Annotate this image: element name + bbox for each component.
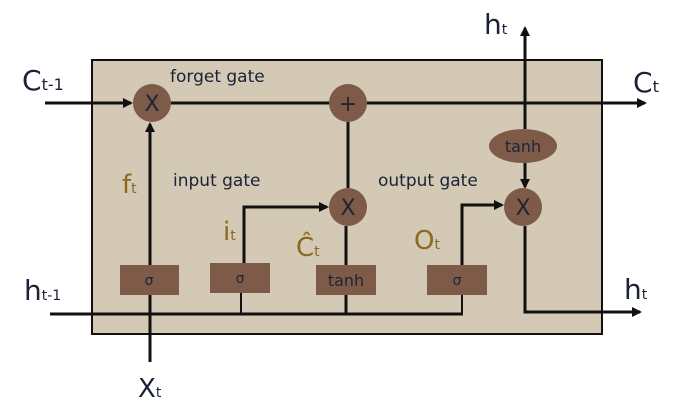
h-right-base: h: [624, 273, 642, 306]
x-sub: t: [156, 385, 162, 401]
input-gate-line: [242, 202, 329, 263]
output-sigma-layer: σ: [427, 265, 487, 295]
x-input-label: Xt: [138, 374, 162, 404]
tanh-label: tanh: [328, 271, 364, 290]
h-top-label: ht: [484, 8, 508, 41]
h-prev-sub: t-1: [42, 288, 61, 304]
tanh-label: tanh: [505, 137, 541, 156]
it-sub: t: [230, 228, 236, 244]
ft-sub: t: [131, 181, 137, 197]
output-multiply-node: X: [504, 188, 542, 226]
c-prev-base: C: [22, 64, 42, 97]
x-base: X: [138, 374, 156, 404]
input-multiply-node: X: [329, 188, 367, 226]
c-hat-sub: t: [314, 244, 320, 260]
multiply-icon: X: [515, 196, 530, 221]
forget-gate-label: forget gate: [170, 67, 265, 87]
h-prev-base: h: [24, 274, 42, 307]
plus-icon: +: [339, 92, 357, 117]
it-base: i: [223, 217, 230, 247]
h-right-sub: t: [642, 287, 648, 303]
input-gate-label: input gate: [173, 171, 260, 191]
c-out-base: C: [633, 66, 653, 99]
c-hat-base: Ĉ: [296, 231, 314, 263]
output-tanh-node: tanh: [489, 129, 557, 163]
forget-multiply-node: X: [133, 84, 171, 122]
ht-right-line: [523, 226, 642, 317]
ft-base: f: [122, 170, 132, 200]
c-prev-sub: t-1: [42, 75, 64, 94]
output-gate-label: output gate: [378, 171, 478, 191]
c-hat-label: Ĉt: [296, 231, 320, 263]
it-label: it: [223, 217, 236, 247]
input-sigma-layer: σ: [210, 263, 270, 293]
sigma-icon: σ: [145, 273, 154, 289]
sigma-icon: σ: [236, 271, 245, 287]
h-prev-label: ht-1: [24, 274, 61, 307]
ot-base: O: [414, 226, 434, 256]
sigma-icon: σ: [453, 273, 462, 289]
h-top-sub: t: [502, 22, 508, 38]
ft-label: ft: [122, 170, 137, 200]
cell-add-node: +: [329, 84, 367, 122]
multiply-icon: X: [144, 92, 159, 117]
forget-sigma-layer: σ: [120, 265, 179, 295]
multiply-icon: X: [340, 196, 355, 221]
ot-sub: t: [434, 237, 440, 253]
candidate-tanh-layer: tanh: [316, 265, 376, 295]
c-out-sub: t: [653, 77, 659, 96]
h-right-label: ht: [624, 273, 648, 306]
output-gate-line: [460, 200, 504, 265]
c-out-label: Ct: [633, 66, 659, 99]
c-prev-label: Ct-1: [22, 64, 64, 97]
h-top-base: h: [484, 8, 502, 41]
ot-label: Ot: [414, 226, 440, 256]
